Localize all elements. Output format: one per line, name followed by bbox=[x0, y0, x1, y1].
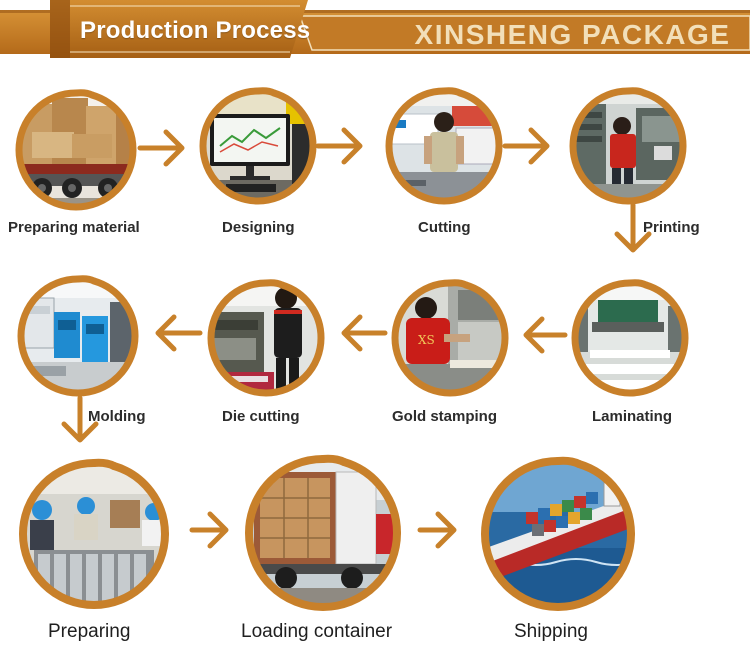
molding-photo bbox=[17, 275, 139, 397]
step-label-preparing: Preparing bbox=[48, 621, 131, 642]
header-banner-shape bbox=[0, 0, 750, 58]
step-label-cutting: Cutting bbox=[418, 219, 471, 236]
step-printing bbox=[566, 84, 690, 208]
step-gold-stamping: XS bbox=[388, 276, 512, 400]
arrow-down-icon bbox=[61, 395, 99, 443]
step-die-cutting bbox=[204, 276, 328, 400]
step-label-printing: Printing bbox=[643, 219, 700, 236]
svg-text:XS: XS bbox=[418, 333, 435, 347]
designing-photo bbox=[199, 87, 317, 205]
arrow-down-icon bbox=[614, 202, 652, 253]
loading-container-photo bbox=[245, 454, 401, 611]
step-shipping bbox=[476, 452, 640, 616]
brand-name: XINSHENG PACKAGE bbox=[414, 19, 731, 50]
arrow-left-icon bbox=[523, 316, 568, 354]
step-designing bbox=[196, 84, 320, 208]
arrow-left-icon bbox=[155, 314, 203, 352]
preparing-photo bbox=[19, 458, 169, 609]
arrow-right-icon bbox=[137, 129, 185, 167]
page-title: Production Process bbox=[80, 17, 311, 44]
cutting-photo bbox=[385, 87, 503, 205]
laminating-photo bbox=[571, 279, 689, 397]
arrow-right-icon bbox=[502, 127, 550, 165]
step-label-molding: Molding bbox=[88, 408, 146, 425]
shipping-photo bbox=[481, 456, 636, 611]
gold-stamping-photo: XS bbox=[391, 279, 509, 397]
step-label-gold-stamping: Gold stamping bbox=[392, 408, 497, 425]
step-preparing-material bbox=[12, 86, 140, 214]
arrow-right-icon bbox=[417, 511, 457, 549]
step-label-preparing-material: Preparing material bbox=[8, 219, 140, 236]
arrow-left-icon bbox=[341, 314, 388, 352]
header-banner: Production Process XINSHENG PACKAGE bbox=[0, 0, 750, 64]
preparing-material-photo bbox=[15, 89, 137, 211]
step-label-designing: Designing bbox=[222, 219, 295, 236]
step-laminating bbox=[568, 276, 692, 400]
step-label-die-cutting: Die cutting bbox=[222, 408, 300, 425]
step-label-laminating: Laminating bbox=[592, 408, 673, 425]
die-cutting-photo bbox=[207, 279, 325, 397]
arrow-right-icon bbox=[315, 127, 363, 165]
step-molding bbox=[14, 272, 142, 400]
step-label-shipping: Shipping bbox=[514, 621, 588, 642]
step-preparing bbox=[14, 454, 174, 614]
step-cutting bbox=[382, 84, 506, 208]
printing-photo bbox=[569, 87, 687, 205]
step-label-loading-container: Loading container bbox=[241, 621, 393, 642]
step-loading-container bbox=[240, 450, 406, 616]
arrow-right-icon bbox=[189, 511, 229, 549]
